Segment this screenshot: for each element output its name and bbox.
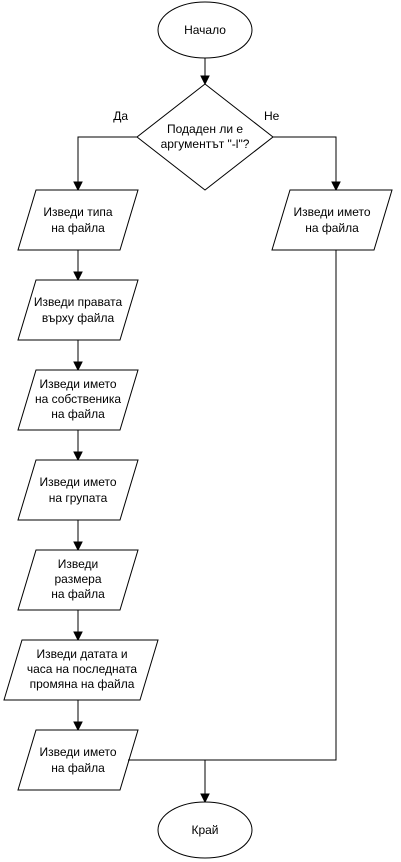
edge-decision-no: Не [264,109,341,192]
step-output-file-type: Изведи типа на файла [17,189,139,251]
edge-step4-to-step5 [73,520,83,552]
edge-step5-to-step6 [73,610,83,642]
step-output-file-size: Изведи размера на файла [17,549,139,611]
step-5-line-2: размера [55,572,102,586]
step-output-owner-name: Изведи името на собственика на файла [17,369,139,431]
edge-step2-to-step3 [73,340,83,372]
edge-merge-to-end [200,760,210,804]
step-output-file-name-right: Изведи името на файла [271,189,393,251]
edge-step3-to-step4 [73,430,83,462]
step-output-file-name-left: Изведи името на файла [17,729,139,791]
decision-node: Подаден ли е аргументът "-l"? [136,83,274,191]
step-4-line-1: Изведи името [39,475,116,489]
step-1-line-1: Изведи типа [43,205,113,219]
yes-label: Да [113,109,128,123]
decision-label-line2: аргументът "-l"? [161,137,250,151]
step-6-line-3: промяна на файла [30,677,135,691]
edge-decision-yes: Да [73,109,137,192]
step-3-line-1: Изведи името [39,377,116,391]
no-label: Не [264,109,280,123]
step-2-line-2: върху файла [42,311,115,325]
start-node: Начало [157,1,253,59]
step-6-line-1: Изведи датата и [36,647,127,661]
decision-label-line1: Подаден ли е [167,122,243,136]
step-6-line-2: часа на последната [27,662,138,676]
end-label: Край [191,823,218,837]
end-node: Край [157,801,253,859]
right-step-line-2: на файла [305,221,359,235]
edge-right-to-merge [205,250,337,761]
step-output-permissions: Изведи правата върху файла [17,279,139,341]
edge-step1-to-step2 [73,250,83,282]
step-7-line-2: на файла [51,761,105,775]
step-4-line-2: на групата [49,491,108,505]
start-label: Начало [184,23,226,37]
edge-start-to-decision [200,58,210,86]
step-output-group-name: Изведи името на групата [17,459,139,521]
step-3-line-2: на собственика [35,392,121,406]
step-1-line-2: на файла [51,221,105,235]
right-step-line-1: Изведи името [293,205,370,219]
edge-step6-to-step7 [73,700,83,732]
step-7-line-1: Изведи името [39,745,116,759]
step-3-line-3: на файла [51,407,105,421]
step-5-line-1: Изведи [58,557,98,571]
step-5-line-3: на файла [51,587,105,601]
step-2-line-1: Изведи правата [34,295,123,309]
step-output-modification-time: Изведи датата и часа на последната промя… [3,639,159,701]
